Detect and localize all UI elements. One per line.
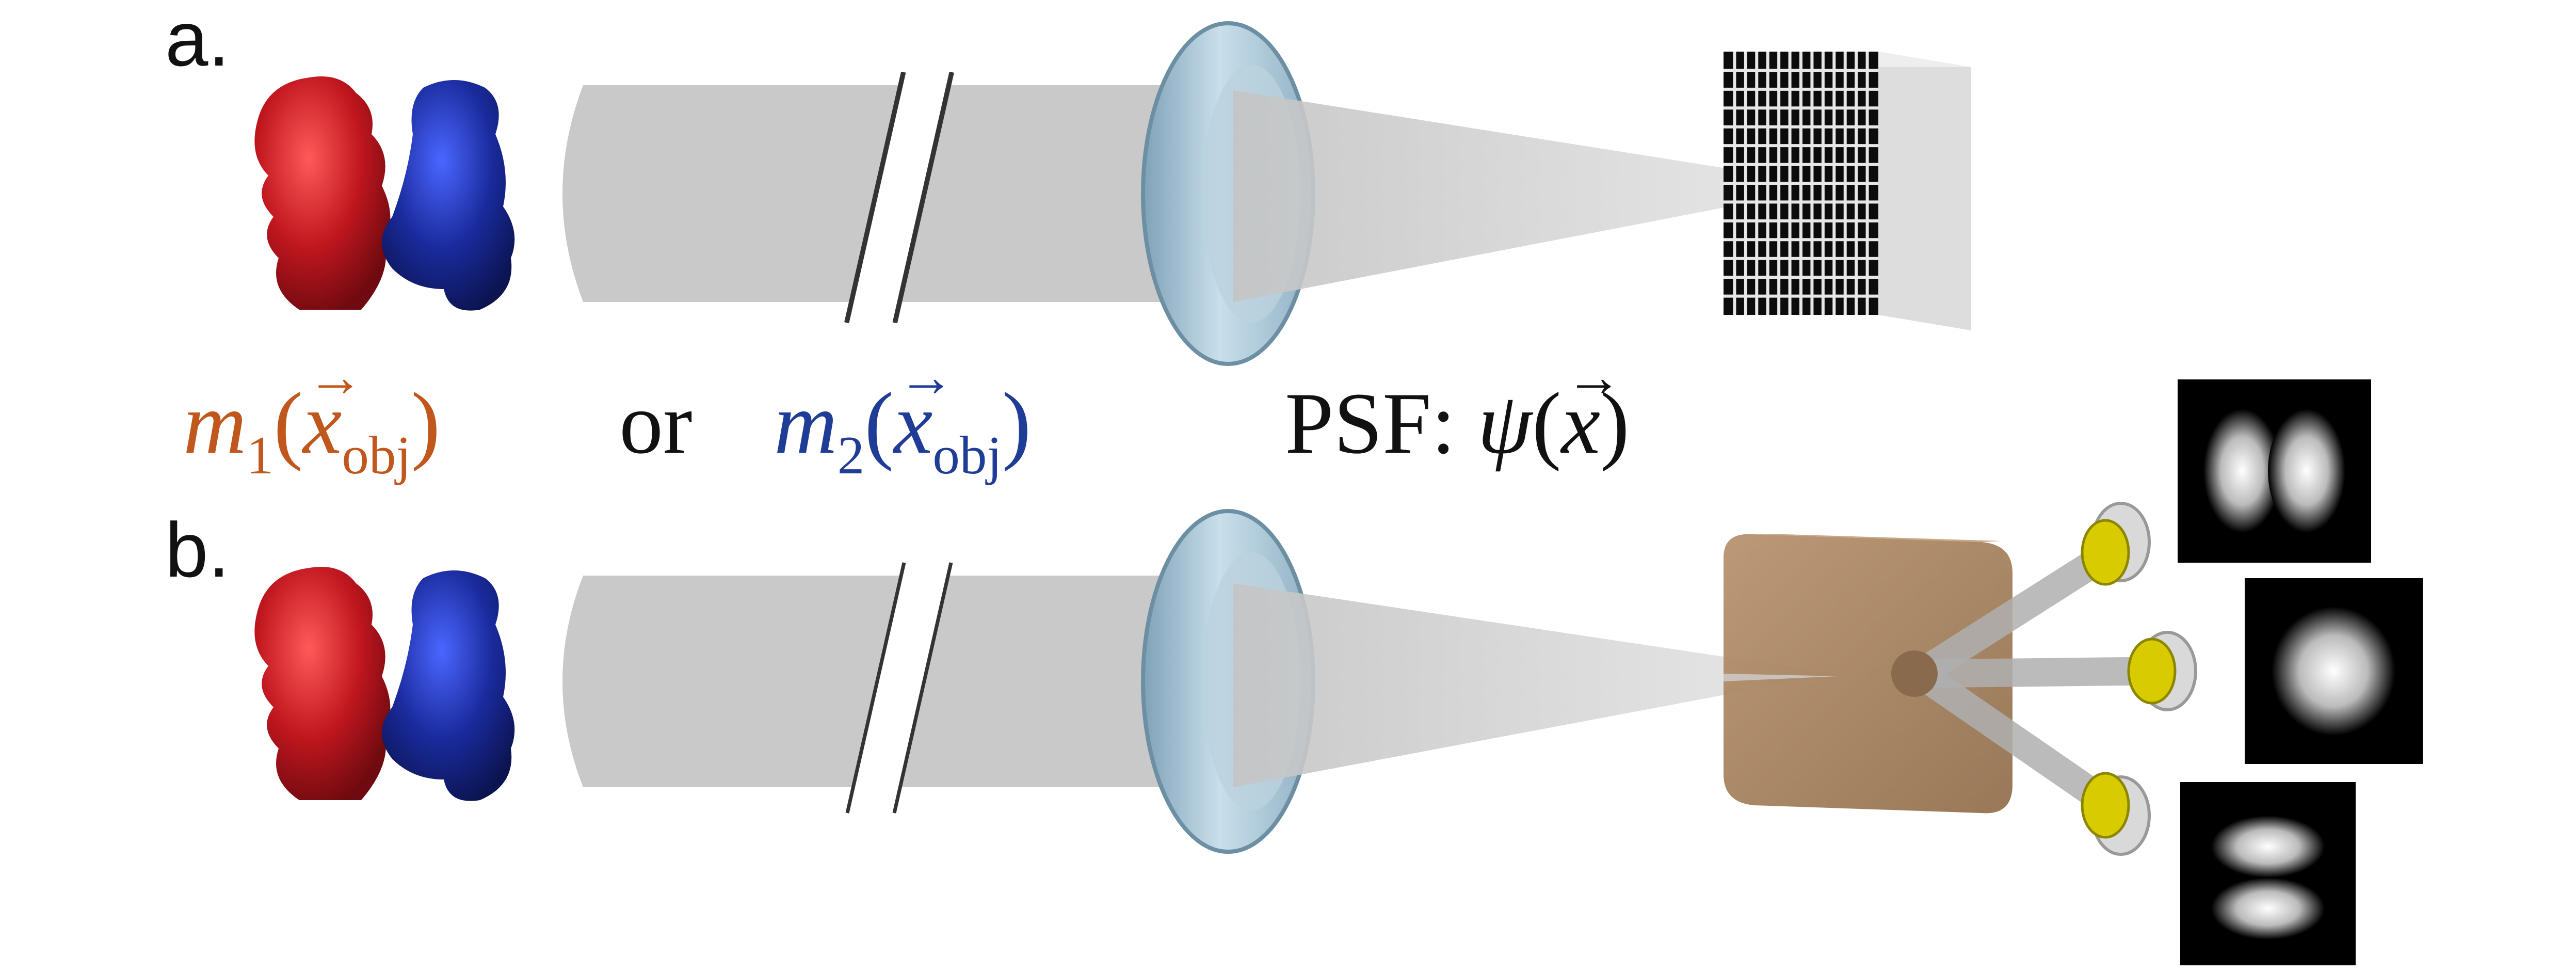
mode-image-hg01	[2180, 782, 2356, 965]
mode-image-hg00	[2245, 578, 2423, 764]
m2-index: 2	[837, 425, 865, 485]
panel-a-label: a.	[165, 0, 230, 82]
object-blue-b	[382, 570, 515, 801]
mode-image-hg10	[2178, 379, 2371, 563]
bucket-detector-bottom	[2081, 772, 2151, 856]
bucket-detector-top	[2081, 502, 2151, 586]
psf-prefix: PSF:	[1285, 375, 1456, 472]
m1-sub: obj	[342, 425, 411, 485]
beam-b	[562, 576, 1161, 787]
label-m1: m1(xobj)	[183, 348, 440, 482]
m2-symbol: m	[774, 375, 838, 472]
beam-break-b	[845, 562, 953, 814]
panel-b	[254, 379, 2423, 965]
beam-break-a	[844, 72, 954, 323]
label-m2: m2(xobj)	[774, 348, 1031, 482]
m1-symbol: m	[183, 375, 247, 472]
label-or: or	[619, 375, 693, 472]
panel-a	[254, 21, 1971, 366]
mode-sorter	[1724, 534, 2166, 820]
cone-a	[1233, 90, 1837, 302]
psf-arg: x	[1561, 348, 1623, 467]
object-blue-a	[382, 80, 515, 311]
bucket-detector-middle	[2127, 631, 2197, 711]
object-red-b	[254, 567, 391, 800]
m1-arg: x	[303, 348, 364, 467]
m2-sub: obj	[932, 425, 1002, 485]
m2-arg: x	[894, 348, 955, 467]
pixel-detector	[1724, 52, 1971, 330]
object-red-a	[254, 76, 391, 310]
m1-index: 1	[246, 425, 274, 485]
beam-a	[562, 85, 1161, 302]
label-psf: PSF: ψ(x)	[1285, 348, 1630, 467]
psf-symbol: ψ	[1477, 375, 1532, 472]
panel-b-label: b.	[165, 506, 230, 593]
cone-b	[1233, 583, 1837, 787]
